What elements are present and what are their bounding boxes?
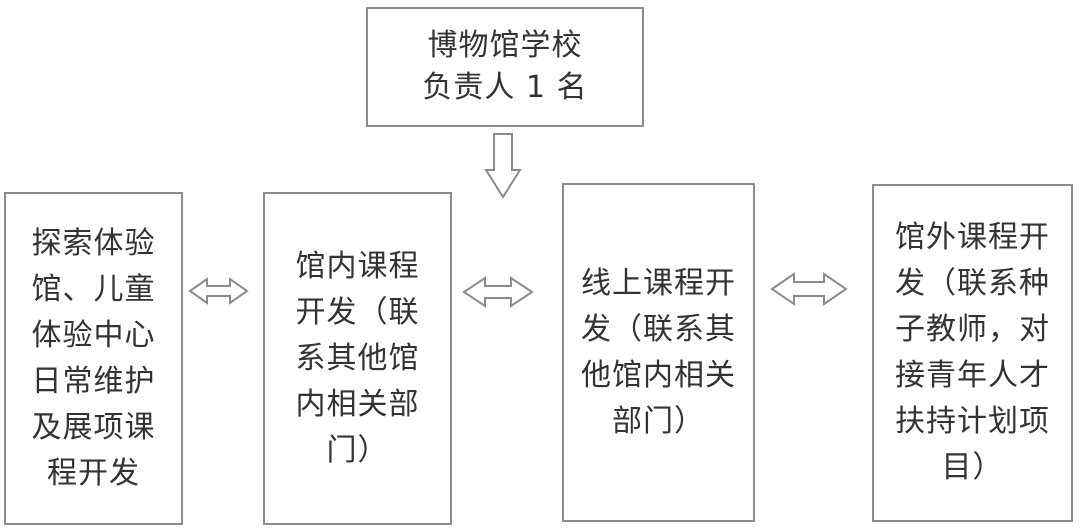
node-text-line: 负责人 1 名: [422, 70, 588, 105]
node-text-line: 发（联系种: [895, 266, 1050, 301]
node-text-line: 系其他馆: [295, 340, 420, 376]
node-text-line: 馆内课程: [295, 248, 420, 284]
double-arrow-icon: [462, 276, 534, 308]
node-text-line: 部门）: [612, 403, 705, 439]
down-arrow-icon: [484, 133, 522, 199]
node-text-line: 线上课程开: [581, 265, 736, 301]
node-external-course: 馆外课程开 发（联系种 子教师，对 接青年人才 扶持计划项 目）: [872, 184, 1073, 522]
node-text-line: 接青年人才: [895, 358, 1050, 393]
node-text-line: 内相关部: [295, 386, 420, 422]
node-text-line: 博物馆学校: [427, 28, 583, 63]
double-arrow-icon: [188, 277, 249, 305]
node-text-line: 馆、儿童: [31, 271, 156, 307]
node-exploration-center: 探索体验 馆、儿童 体验中心 日常维护 及展项课 程开发: [4, 192, 183, 525]
node-in-house-course: 馆内课程 开发（联 系其他馆 内相关部 门）: [263, 192, 452, 525]
node-text-line: 体验中心: [31, 317, 156, 353]
node-text-line: 探索体验: [31, 225, 156, 261]
node-text-line: 门）: [326, 432, 389, 468]
double-arrow-icon: [770, 272, 848, 306]
node-online-course: 线上课程开 发（联系其 他馆内相关 部门）: [562, 183, 755, 522]
node-text-line: 他馆内相关: [581, 357, 736, 393]
node-text-line: 扶持计划项: [895, 404, 1050, 439]
node-text-line: 子教师，对: [895, 312, 1050, 347]
node-text-line: 程开发: [47, 455, 140, 491]
node-text-line: 开发（联: [295, 294, 420, 330]
node-text-line: 目）: [941, 450, 1004, 485]
node-text-line: 发（联系其: [581, 311, 736, 347]
node-museum-school-lead: 博物馆学校 负责人 1 名: [366, 7, 644, 127]
node-text-line: 及展项课: [31, 409, 156, 445]
node-text-line: 馆外课程开: [895, 220, 1050, 255]
node-text-line: 日常维护: [31, 363, 156, 399]
